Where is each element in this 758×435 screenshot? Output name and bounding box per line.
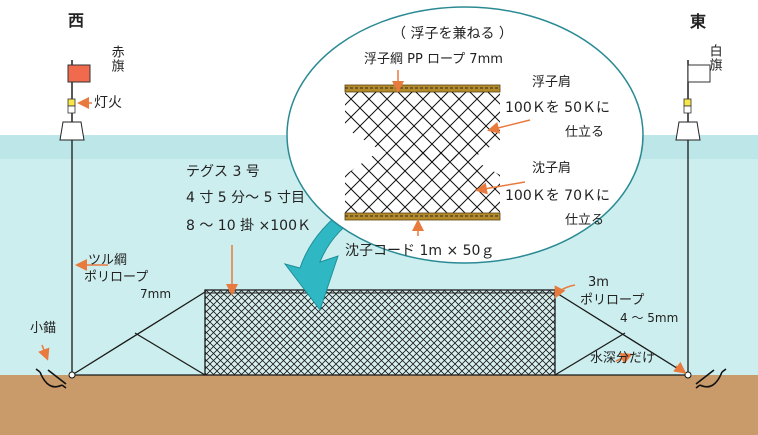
water-depth-label: 水深分だけ — [590, 351, 656, 366]
east-white-flag — [687, 64, 711, 83]
east-light — [683, 98, 692, 107]
float-edge-line-2: 100Ｋを 50Ｋに — [505, 100, 610, 116]
mooring-lines — [71, 140, 689, 376]
sinker-cord-label: 沈子コード 1m × 50ｇ — [345, 243, 495, 259]
sinker-edge-line-1: 沈子肩 — [532, 161, 572, 176]
tsuru-line-label-3: 7mm — [140, 287, 172, 301]
detail-bubble — [286, 6, 644, 264]
gill-net — [204, 289, 556, 376]
east-buoy — [675, 60, 711, 379]
west-anchor-icon — [35, 368, 67, 389]
west-buoy — [59, 60, 91, 379]
west-red-flag — [67, 64, 91, 83]
float-edge-line-1: 浮子肩 — [532, 75, 572, 90]
float-edge-line-3: 仕立る — [565, 125, 605, 140]
tsuru-line-label-2: ポリロープ — [84, 270, 149, 285]
right-rope-line-2: ポリロープ — [580, 293, 645, 308]
west-label: 西 — [68, 11, 85, 30]
sinker-edge-line-2: 100Ｋを 70Ｋに — [505, 188, 610, 204]
net-spec-line-1: テグス 3 号 — [186, 164, 260, 180]
tsuru-line-label-1: ツル綱 — [88, 253, 128, 268]
west-flag-label: 赤旗 — [108, 45, 124, 73]
seabed — [0, 375, 758, 435]
east-flag-label: 白旗 — [706, 44, 722, 72]
west-light — [67, 98, 76, 107]
east-label: 東 — [690, 12, 707, 31]
right-rope-line-3: 4 〜 5mm — [620, 311, 679, 325]
anchor-label: 小錨 — [30, 321, 57, 336]
light-label: 灯火 — [94, 95, 122, 111]
sinker-edge-line-3: 仕立る — [565, 213, 605, 228]
east-anchor-icon — [695, 368, 727, 389]
right-rope-line-1: 3m — [588, 275, 609, 290]
float-rope-label: 浮子綱 PP ロープ 7mm — [364, 52, 503, 67]
callout-arrows — [38, 97, 687, 374]
net-spec-line-3: 8 〜 10 掛 ×100Ｋ — [186, 218, 311, 234]
bubble-title: （ 浮子を兼ねる ） — [392, 26, 513, 42]
net-spec-line-2: 4 寸 5 分〜 5 寸目 — [186, 190, 305, 206]
